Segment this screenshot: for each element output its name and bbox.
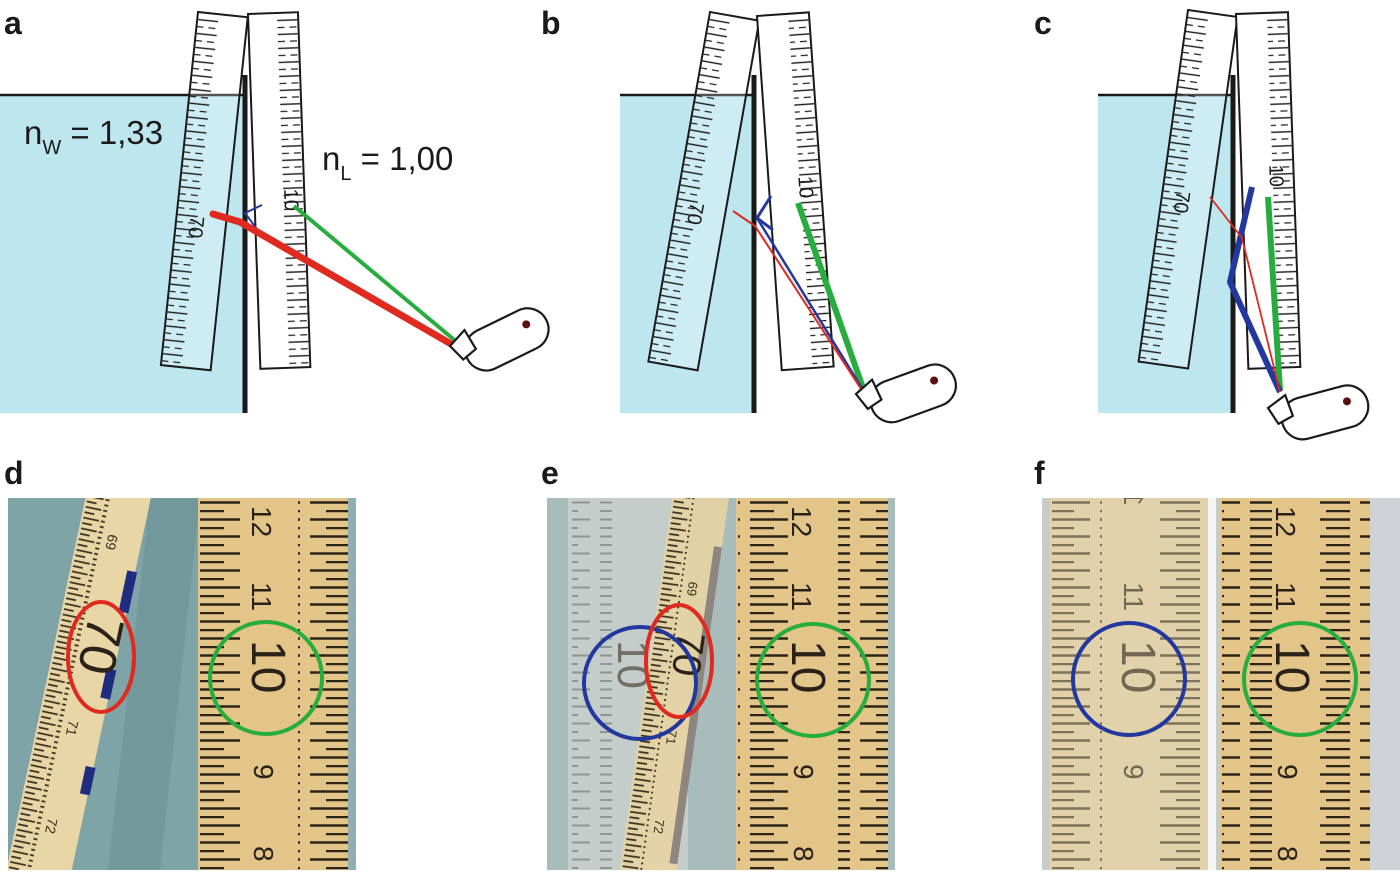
air-index-label: nL = 1,00 [322,140,453,185]
photo-f: 12 11 10 9 12 11 10 9 8 [1042,475,1400,870]
photo-f-green-circle [1242,621,1358,737]
red-ray [209,210,462,352]
green-ray [1265,196,1283,391]
svg-text:69: 69 [684,581,701,597]
svg-text:8: 8 [788,846,819,862]
photo-e-number-10: 10 [781,640,834,693]
photo-f-number-10: 10 [1265,640,1318,693]
camera-icon [445,294,557,384]
svg-text:72: 72 [42,817,61,836]
panel-label-f: f [1034,455,1045,491]
air-ruler: 10 [755,11,835,372]
panel-label-e: e [541,455,559,491]
svg-text:8: 8 [1272,846,1303,862]
green-ray [795,202,866,389]
svg-text:11: 11 [1270,582,1301,611]
submerged-ruler-number: 70 [682,201,708,227]
blue-ray [755,217,865,391]
svg-text:8: 8 [248,846,279,862]
panel-b: b 70 10 [541,5,963,433]
panel-label-a: a [4,5,22,41]
panel-c: c 70 10 [1034,5,1375,448]
submerged-ruler-number: 70 [183,215,207,239]
svg-text:12: 12 [786,506,817,537]
panel-label-d: d [4,455,24,491]
panel-label-b: b [541,5,561,41]
svg-text:71: 71 [63,719,82,738]
photo-d: 69 70 71 72 12 11 10 9 8 [8,498,356,870]
svg-text:11: 11 [246,582,277,611]
photo-e-vertical-ruler: 12 11 10 9 8 [736,498,888,870]
photo-e-red-circle [644,603,714,719]
photo-d-green-circle [208,620,324,736]
red-ray [1209,196,1281,393]
air-ruler-number: 10 [793,175,816,199]
air-ruler: 10 [246,11,312,370]
camera-icon [852,351,963,433]
submerged-ruler: 70 [1137,8,1239,370]
blue-ray [1226,186,1283,394]
svg-text:12: 12 [246,506,277,537]
svg-text:11: 11 [1118,582,1149,611]
submerged-ruler: 70 [647,10,761,372]
svg-text:12: 12 [1270,506,1301,537]
red-ray [732,210,864,393]
svg-text:9: 9 [1118,764,1149,780]
svg-text:9: 9 [1272,764,1303,780]
photo-f-number-10-left: 10 [1111,640,1164,693]
photo-e: 10 69 70 71 72 12 11 10 9 8 [547,498,895,870]
photo-e-green-circle [755,622,871,738]
water-tank [0,95,246,413]
svg-text:9: 9 [788,764,819,780]
photo-f-blue-circle [1071,621,1187,737]
svg-text:9: 9 [248,764,279,780]
svg-text:72: 72 [650,818,667,834]
photo-d-vertical-ruler: 12 11 10 9 8 [198,498,348,870]
air-ruler-number: 10 [1264,164,1287,187]
submerged-ruler: 70 [159,10,249,372]
svg-text:12: 12 [1118,475,1149,506]
svg-text:11: 11 [786,582,817,611]
panel-a: a 70 10 nW = 1,33 nL = 1,00 [0,5,557,413]
photo-f-vertical-ruler: 12 11 10 9 8 [1220,498,1400,870]
submerged-ruler-number: 70 [1169,190,1194,215]
photo-d-red-circle [66,600,136,714]
green-ray [292,204,460,345]
photo-e-diagonal-ruler: 69 70 71 72 [616,498,731,870]
photo-e-blue-circle [582,625,698,741]
panel-label-c: c [1034,5,1052,41]
photo-d-number-10: 10 [241,640,294,693]
svg-text:69: 69 [102,533,121,552]
water-index-label: nW = 1,33 [24,114,163,159]
